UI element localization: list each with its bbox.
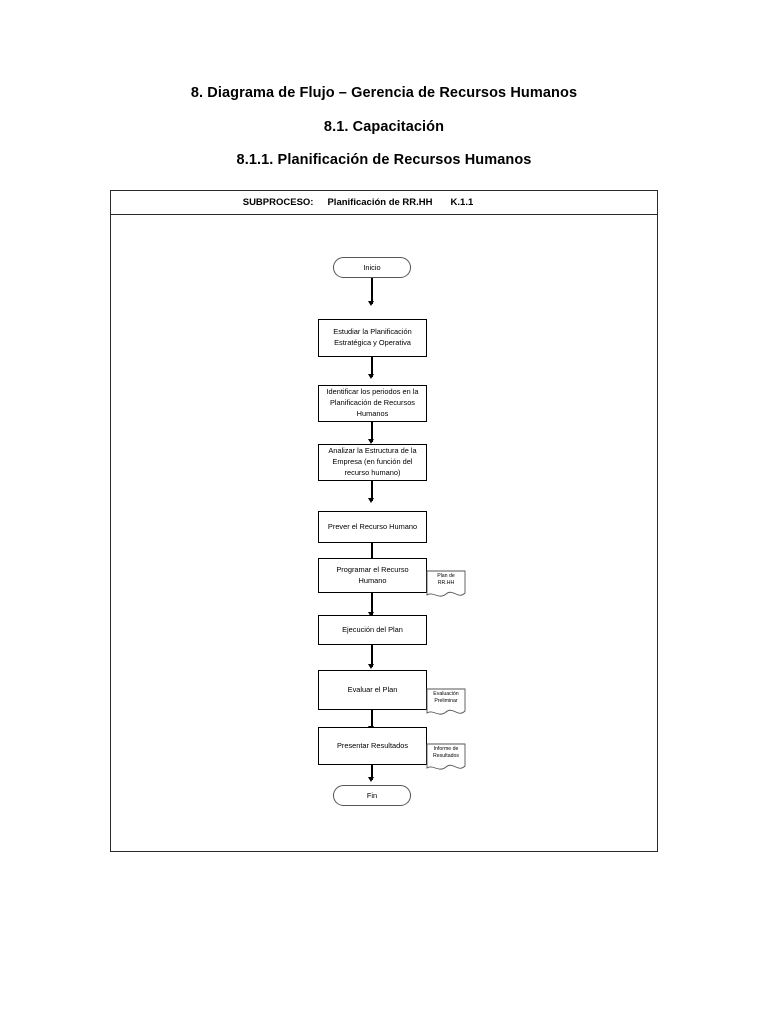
connector-step8-fin	[371, 765, 373, 780]
subprocess-name: Planificación de RR.HH	[327, 197, 433, 208]
connector-inicio-step1	[371, 278, 373, 304]
node-estudiar-planificacion[interactable]: Estudiar la Planificación Estratégica y …	[318, 319, 427, 357]
arrowhead-step2	[368, 374, 374, 379]
subprocess-header-text: SUBPROCESO: Planificación de RR.HH K.1.1	[243, 197, 474, 208]
node-inicio[interactable]: Inicio	[333, 257, 411, 278]
connector-step2-step3	[371, 422, 373, 442]
node-fin[interactable]: Fin	[333, 785, 411, 806]
connector-step6-step7	[371, 645, 373, 667]
arrowhead-step1	[368, 301, 374, 306]
connector-step1-step2	[371, 357, 373, 377]
node-prever-label: Prever el Recurso Humano	[327, 521, 418, 531]
node-inicio-label: Inicio	[363, 263, 381, 272]
flowchart-canvas: Inicio Estudiar la Planificación Estraté…	[111, 215, 657, 851]
arrowhead-step6	[368, 612, 374, 617]
node-prever-recurso-humano[interactable]: Prever el Recurso Humano	[318, 511, 427, 543]
node-ejecucion-label: Ejecución del Plan	[342, 624, 403, 634]
node-identificar-periodos[interactable]: Identificar los periodos en la Planifica…	[318, 385, 427, 422]
node-fin-label: Fin	[366, 791, 378, 800]
arrowhead-step4	[368, 498, 374, 503]
subprocess-header: SUBPROCESO: Planificación de RR.HH K.1.1	[111, 191, 657, 215]
connector-step7-step8	[371, 710, 373, 729]
node-ejecucion-del-plan[interactable]: Ejecución del Plan	[318, 615, 427, 645]
document-informe-resultados[interactable]: Informe de Resultados	[426, 743, 466, 773]
subprocess-label: SUBPROCESO:	[242, 197, 314, 208]
connector-step3-step4	[371, 481, 373, 501]
document-plan-rrhh[interactable]: Plan de RR.HH	[426, 570, 466, 600]
arrowhead-fin	[368, 777, 374, 782]
subprocess-code: K.1.1	[450, 197, 474, 208]
document-evaluacion-preliminar[interactable]: Evaluación Preliminar	[426, 688, 466, 718]
section-heading-8-1: 8.1. Capacitación	[323, 119, 445, 135]
node-evaluar-el-plan[interactable]: Evaluar el Plan	[318, 670, 427, 710]
node-programar-recurso-humano[interactable]: Programar el Recurso Humano	[318, 558, 427, 593]
arrowhead-step7	[368, 664, 374, 669]
arrowhead-step3	[368, 439, 374, 444]
connector-step4-step5	[371, 543, 373, 563]
node-analizar-estructura[interactable]: Analizar la Estructura de la Empresa (en…	[318, 444, 427, 481]
connector-step5-step6	[371, 593, 373, 615]
node-evaluar-label: Evaluar el Plan	[347, 684, 398, 694]
flowchart-frame: SUBPROCESO: Planificación de RR.HH K.1.1 I…	[110, 190, 658, 852]
section-heading-8-1-1: 8.1.1. Planificación de Recursos Humanos	[236, 152, 532, 168]
node-presentar-label: Presentar Resultados	[336, 740, 409, 750]
node-presentar-resultados[interactable]: Presentar Resultados	[318, 727, 427, 765]
page-title: 8. Diagrama de Flujo – Gerencia de Recur…	[190, 85, 578, 101]
